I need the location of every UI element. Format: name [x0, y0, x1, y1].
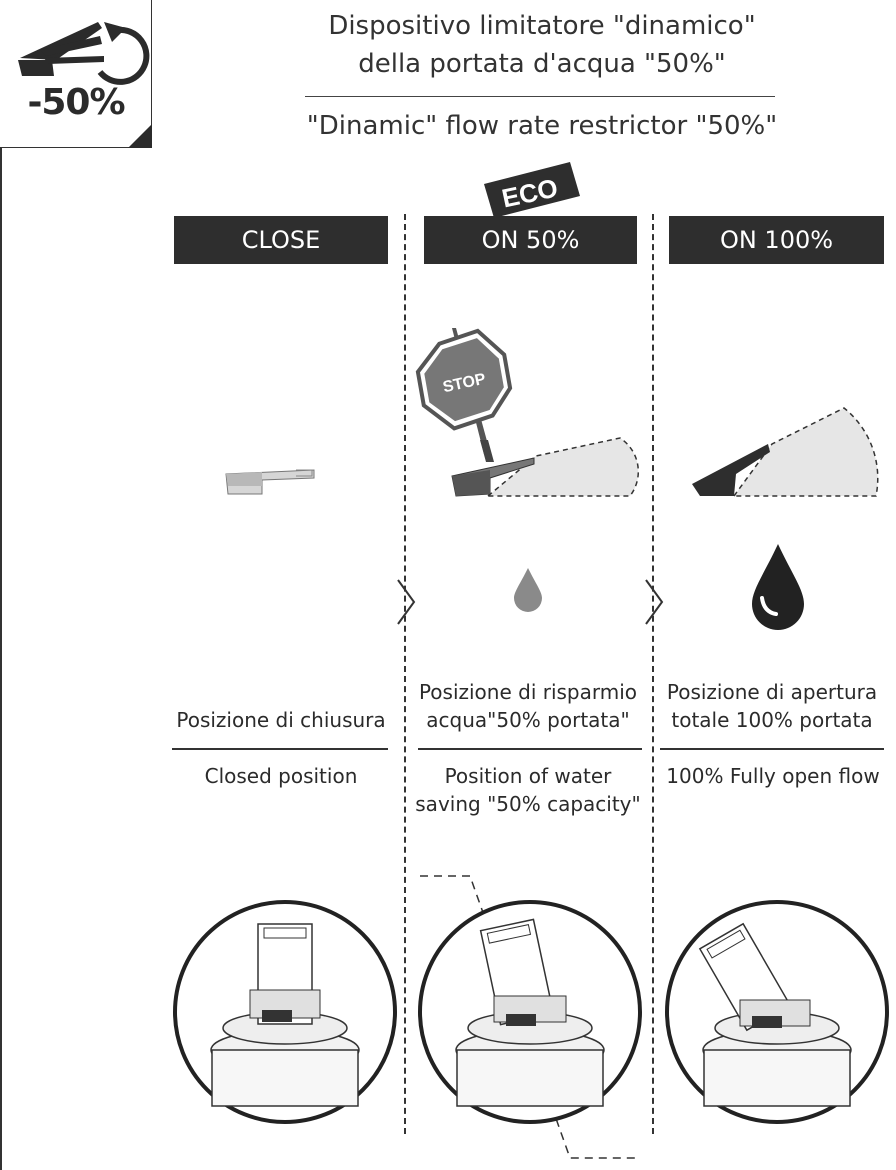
- title-italian-line1: Dispositivo limitatore "dinamico": [328, 11, 756, 41]
- eco-tag: ECO: [484, 162, 580, 218]
- chevron-right-icon: [397, 579, 416, 625]
- detail-circle-closed: [173, 900, 397, 1124]
- label-english-on-100: 100% Fully open flow: [666, 764, 880, 788]
- lever-half-open: [451, 437, 640, 497]
- label-italian-close: Posizione di chiusura: [176, 708, 386, 732]
- label-italian-on-100-line2: totale 100% portata: [671, 708, 873, 732]
- column-separator-2: [652, 214, 654, 1134]
- lever-fully-open: [692, 407, 879, 497]
- title-divider: [305, 96, 775, 97]
- stop-sign: STOP: [415, 328, 513, 462]
- title-italian-line2: della portata d'acqua "50%": [358, 49, 726, 79]
- header-on-100: ON 100%: [669, 216, 884, 264]
- label-italian-on-50-line2: acqua"50% portata": [426, 708, 630, 732]
- left-border-line: [0, 148, 2, 1170]
- lever-closed: [225, 469, 315, 495]
- product-badge: [0, 0, 152, 148]
- label-english-on-50-line2: saving "50% capacity": [415, 792, 641, 816]
- label-italian-on-100: Posizione di apertura totale 100% portat…: [656, 678, 888, 734]
- label-italian-on-100-line1: Posizione di apertura: [666, 680, 878, 704]
- label-divider-on-100: [660, 748, 884, 750]
- column-separator-1: [404, 214, 406, 1134]
- label-english-on-50-line1: Position of water: [444, 764, 612, 788]
- chevron-right-icon: [645, 579, 664, 625]
- label-english-close: Closed position: [204, 764, 358, 788]
- detail-circle-half-open: [418, 900, 642, 1124]
- label-english-on-50: Position of water saving "50% capacity": [410, 762, 646, 818]
- water-drop-small-icon: [514, 568, 542, 612]
- title-english: "Dinamic" flow rate restrictor "50%": [306, 111, 778, 141]
- label-divider-on-50: [418, 748, 642, 750]
- water-drop-large-icon: [752, 544, 804, 630]
- badge-percent-text: -50%: [27, 82, 125, 123]
- detail-circle-fully-open: [665, 900, 889, 1124]
- label-italian-on-50: Posizione di risparmio acqua"50% portata…: [410, 678, 646, 734]
- header-on-50: ON 50%: [424, 216, 637, 264]
- label-italian-on-50-line1: Posizione di risparmio: [418, 680, 638, 704]
- label-divider-close: [172, 748, 388, 750]
- lever-arc-icon: [18, 22, 152, 148]
- header-close: CLOSE: [174, 216, 388, 264]
